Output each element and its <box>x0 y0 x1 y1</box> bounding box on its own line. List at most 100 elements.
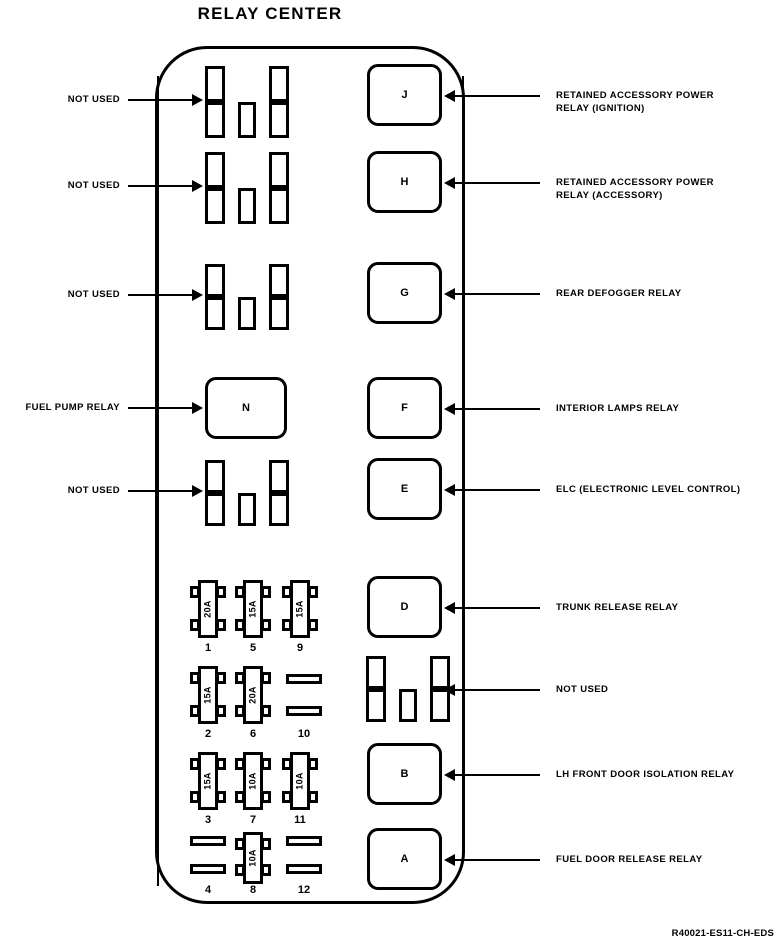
fuse-number: 1 <box>204 642 212 654</box>
empty-socket-cluster-2 <box>205 152 291 224</box>
relay-label: F <box>401 402 408 414</box>
relay-B[interactable]: B <box>367 743 442 805</box>
fuse-body: 15A <box>198 752 218 810</box>
fuse-amp-label: 20A <box>248 686 259 704</box>
leader-arrow-icon <box>192 402 203 414</box>
fuse-number: 2 <box>204 728 212 740</box>
leader-line <box>128 490 196 492</box>
relay-F[interactable]: F <box>367 377 442 439</box>
relay-G[interactable]: G <box>367 262 442 324</box>
housing-inner-divider-right <box>462 76 464 842</box>
socket-slot <box>269 297 289 330</box>
fuse-number: 5 <box>249 642 257 654</box>
empty-socket-cluster-5 <box>366 656 452 722</box>
relay-label: D <box>400 601 409 613</box>
fuse-number: 8 <box>249 884 257 896</box>
fuse-body: 20A <box>243 666 263 724</box>
callout-label-relay-G: REAR DEFOGGER RELAY <box>556 288 682 299</box>
leader-arrow-icon <box>192 485 203 497</box>
fuse-body: 15A <box>290 580 310 638</box>
relay-label: B <box>400 768 409 780</box>
leader-line <box>128 294 196 296</box>
callout-label-not-used-1: NOT USED <box>67 94 120 105</box>
fuse-body: 20A <box>198 580 218 638</box>
leader-arrow-icon <box>192 180 203 192</box>
leader-line <box>455 182 540 184</box>
callout-label-not-used-4: NOT USED <box>67 485 120 496</box>
relay-E[interactable]: E <box>367 458 442 520</box>
fuse-number: 7 <box>249 814 257 826</box>
socket-slot <box>205 102 225 138</box>
leader-line <box>455 293 540 295</box>
callout-label-relay-B: LH FRONT DOOR ISOLATION RELAY <box>556 769 735 780</box>
leader-arrow-icon <box>192 289 203 301</box>
leader-arrow-icon <box>444 684 455 696</box>
fuse-amp-label: 15A <box>203 686 214 704</box>
fuse-amp-label: 20A <box>203 600 214 618</box>
fuse-amp-label: 10A <box>248 772 259 790</box>
relay-label: A <box>400 853 409 865</box>
fuse-number: 12 <box>297 884 311 896</box>
relay-H[interactable]: H <box>367 151 442 213</box>
relay-A[interactable]: A <box>367 828 442 890</box>
relay-label: J <box>401 89 408 101</box>
fuse-body: 10A <box>290 752 310 810</box>
leader-arrow-icon <box>444 288 455 300</box>
leader-line <box>455 489 540 491</box>
leader-line <box>128 185 196 187</box>
empty-fuse-bar <box>190 864 226 874</box>
callout-label-relay-D: TRUNK RELEASE RELAY <box>556 602 679 613</box>
leader-arrow-icon <box>444 177 455 189</box>
empty-fuse-bar <box>286 674 322 684</box>
callout-label-relay-A: FUEL DOOR RELEASE RELAY <box>556 854 703 865</box>
socket-slot <box>205 297 225 330</box>
leader-line <box>455 689 540 691</box>
page-title: RELAY CENTER <box>197 4 343 23</box>
fuse-amp-label: 15A <box>295 600 306 618</box>
housing-inner-divider-left <box>157 76 159 886</box>
leader-arrow-icon <box>192 94 203 106</box>
fuse-body: 10A <box>243 752 263 810</box>
socket-slot <box>399 689 417 722</box>
relay-D[interactable]: D <box>367 576 442 638</box>
socket-slot <box>366 656 386 689</box>
callout-label-not-used-2: NOT USED <box>67 180 120 191</box>
fuse-number: 4 <box>204 884 212 896</box>
fuse-number: 3 <box>204 814 212 826</box>
socket-slot <box>238 493 256 526</box>
socket-slot <box>238 102 256 138</box>
callout-label-fuel-pump-relay: FUEL PUMP RELAY <box>25 402 120 413</box>
socket-slot <box>269 493 289 526</box>
callout-label-relay-J: RETAINED ACCESSORY POWER RELAY (IGNITION… <box>556 90 714 114</box>
leader-line <box>455 95 540 97</box>
socket-slot <box>366 689 386 722</box>
empty-fuse-bar <box>286 864 322 874</box>
leader-arrow-icon <box>444 854 455 866</box>
leader-arrow-icon <box>444 602 455 614</box>
fuse-number: 9 <box>296 642 304 654</box>
leader-line <box>128 407 196 409</box>
fuse-amp-label: 10A <box>248 849 259 867</box>
fuse-number: 11 <box>294 814 306 826</box>
relay-N[interactable]: N <box>205 377 287 439</box>
socket-slot <box>238 188 256 224</box>
fuse-body: 15A <box>243 580 263 638</box>
relay-label: H <box>400 176 409 188</box>
relay-label: G <box>400 287 409 299</box>
socket-slot <box>205 493 225 526</box>
callout-label-relay-E: ELC (ELECTRONIC LEVEL CONTROL) <box>556 484 741 495</box>
callout-label-relay-F: INTERIOR LAMPS RELAY <box>556 403 680 414</box>
socket-slot <box>205 188 225 224</box>
socket-slot <box>205 264 225 297</box>
fuse-number: 10 <box>297 728 311 740</box>
leader-line <box>455 774 540 776</box>
fuse-amp-label: 15A <box>248 600 259 618</box>
socket-slot <box>269 152 289 188</box>
relay-J[interactable]: J <box>367 64 442 126</box>
callout-label-relay-H: RETAINED ACCESSORY POWER RELAY (ACCESSOR… <box>556 177 714 201</box>
socket-slot <box>269 460 289 493</box>
socket-slot <box>269 264 289 297</box>
leader-arrow-icon <box>444 769 455 781</box>
leader-arrow-icon <box>444 484 455 496</box>
socket-slot <box>430 656 450 689</box>
